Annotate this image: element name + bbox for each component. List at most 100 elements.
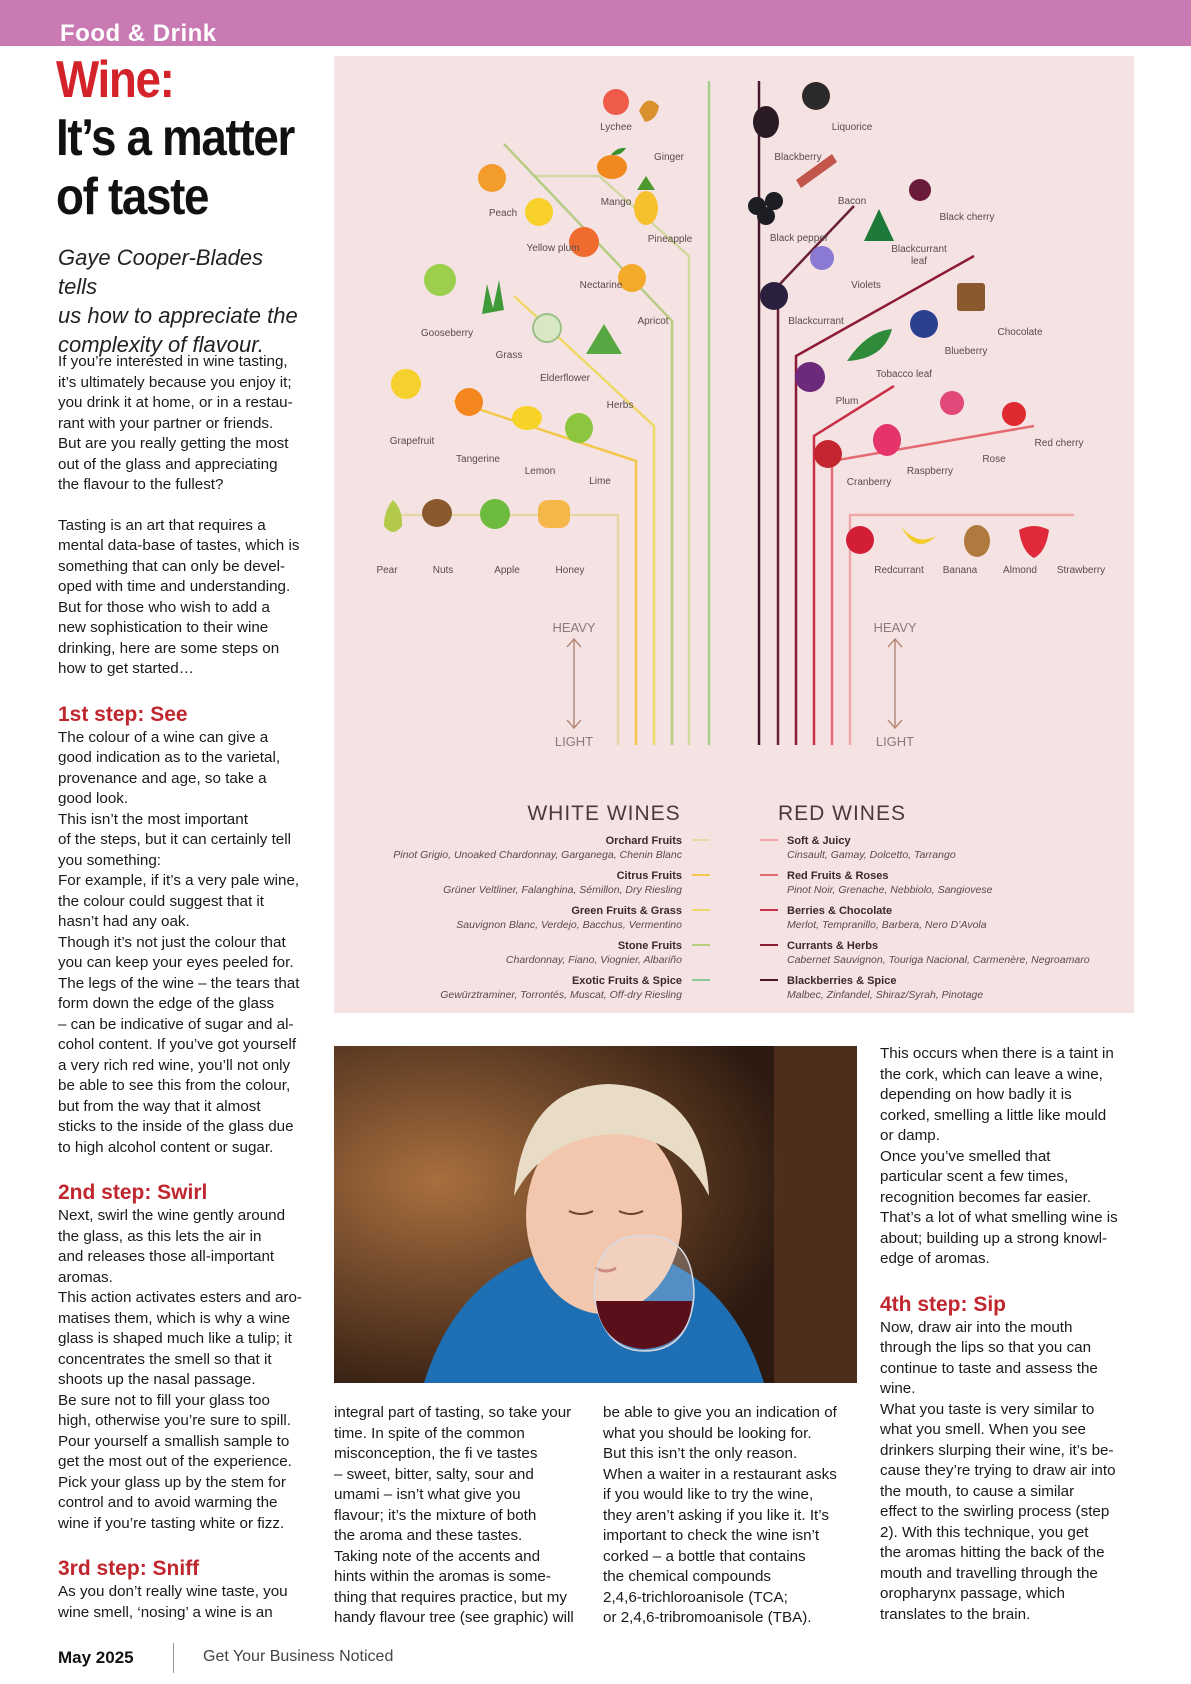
label-apple: Apple [494, 565, 520, 576]
text-line: Now, draw air into the mouth [880, 1318, 1073, 1336]
flavour-tree-svg: Lychee Ginger Mango Pineapple Peach Yell… [376, 81, 1105, 1001]
legend-style-name: Green Fruits & Grass [571, 905, 682, 917]
text-line: the aromas hitting the back of the [880, 1544, 1105, 1561]
right-column: This occurs when there is a taint in the … [880, 1044, 1142, 1625]
label-raspberry: Raspberry [907, 466, 953, 477]
label-yellow-plum: Yellow plum [527, 243, 580, 254]
text-line: something that can only be devel- [58, 557, 286, 575]
chocolate-icon [957, 283, 985, 311]
red-light-label: LIGHT [876, 734, 914, 749]
text-line: out of the glass and appreciating [58, 455, 278, 473]
text-line: corked, smelling a little like mould [880, 1106, 1107, 1124]
legend-grape-list: Malbec, Zinfandel, Shiraz/Syrah, Pinotag… [787, 989, 983, 1001]
white-flavour-icons [384, 89, 659, 532]
legend-grape-list: Grüner Veltliner, Falanghina, Sémillon, … [443, 884, 682, 896]
text-line: Pour yourself a smallish sample to [58, 1432, 290, 1450]
cranberry-icon [814, 440, 842, 468]
text-line: Next, swirl the wine gently around [58, 1207, 286, 1224]
step-2-heading: 2nd step: Swirl [58, 1181, 208, 1204]
legend-style-name: Exotic Fruits & Spice [572, 975, 682, 987]
pear-icon [384, 500, 403, 532]
text-line: – can be indicative of sugar and al- [58, 1015, 294, 1033]
label-nuts: Nuts [433, 565, 454, 576]
label-lime: Lime [589, 476, 611, 487]
blueberry-icon [910, 310, 938, 338]
face-shape [526, 1118, 682, 1314]
text-line: drinking, here are some steps on [58, 639, 280, 657]
text-line: The colour of a wine can give a [58, 728, 269, 746]
legend-style-name: Blackberries & Spice [787, 975, 896, 987]
text-line: if you would like to try the wine, [603, 1486, 814, 1503]
hair-shape [514, 1084, 709, 1196]
text-line: good indication as to the varietal, [58, 749, 281, 766]
footer-tagline: Get Your Business Noticed [203, 1648, 394, 1665]
label-strawberry: Strawberry [1057, 565, 1105, 576]
label-nectarine: Nectarine [580, 280, 623, 291]
label-grass: Grass [496, 350, 523, 361]
text-line: the flavour to the fullest? [58, 476, 224, 493]
text-line: wine if you’re tasting white or fizz. [58, 1514, 285, 1532]
red-weight-arrow [887, 637, 903, 730]
headline-line-3: of taste [56, 168, 209, 226]
text-line: Though it’s not just the colour that [58, 933, 286, 951]
text-line: oropharynx passage, which [880, 1585, 1065, 1602]
step-4-heading: 4th step: Sip [880, 1292, 1007, 1316]
section-label: Food & Drink [60, 20, 217, 47]
label-peach: Peach [489, 208, 517, 219]
text-line: new sophistication to their wine [58, 619, 269, 636]
label-banana: Banana [943, 565, 978, 576]
label-gooseberry: Gooseberry [421, 328, 473, 339]
text-line: The legs of the wine – the tears that [58, 974, 300, 992]
label-bacon: Bacon [838, 196, 866, 207]
text-line: But are you really getting the most [58, 435, 289, 452]
text-line: Pick your glass up by the stem for [58, 1473, 286, 1491]
text-line: If you’re interested in wine tasting, [58, 353, 288, 370]
yellow-plum-icon [525, 198, 553, 226]
text-line: sticks to the inside of the glass due [58, 1118, 294, 1135]
label-tangerine: Tangerine [456, 454, 500, 465]
label-tobacco-leaf: Tobacco leaf [876, 369, 932, 380]
legend-style-name: Currants & Herbs [787, 940, 878, 952]
white-light-label: LIGHT [555, 734, 593, 749]
nectarine-icon [569, 227, 599, 257]
red-branch-currants [776, 205, 855, 745]
label-rose: Rose [982, 454, 1006, 465]
text-line: the cork, which can leave a wine, [880, 1065, 1103, 1083]
text-line: wine smell, ‘nosing’ a wine is an [58, 1603, 273, 1621]
label-ginger: Ginger [654, 152, 685, 163]
text-line: about; building up a strong knowl- [880, 1229, 1108, 1247]
legend-style-name: Orchard Fruits [606, 835, 682, 847]
text-line: the aroma and these tastes. [334, 1527, 523, 1544]
elderflower-icon [532, 313, 562, 343]
legend-grape-list: Gewürztraminer, Torrontés, Muscat, Off-d… [440, 989, 682, 1001]
step-1-heading: 1st step: See [58, 702, 188, 726]
liquorice-icon [802, 82, 830, 110]
text-line: – sweet, bitter, salty, sour and [334, 1465, 534, 1483]
label-pineapple: Pineapple [648, 234, 693, 245]
label-blackcurrant-leaf-2: leaf [911, 256, 927, 267]
text-line: concentrates the smell so that it [58, 1350, 272, 1368]
text-line: translates to the brain. [880, 1605, 1031, 1623]
text-line: but from the way that it almost [58, 1097, 261, 1115]
label-violets: Violets [851, 280, 881, 291]
text-line: integral part of tasting, so take your [334, 1404, 572, 1421]
text-line: This occurs when there is a taint in [880, 1045, 1114, 1062]
intro-paragraph-1: If you’re interested in wine tasting, it… [58, 352, 320, 496]
text-line: a very rich red wine, you’ll not only [58, 1056, 291, 1074]
woman-sipping-wine-illustration [334, 1046, 857, 1383]
raspberry-icon [873, 424, 901, 456]
text-line: hasn’t had any oak. [58, 913, 190, 930]
label-pear: Pear [376, 565, 398, 576]
text-line: Once you’ve smelled that [880, 1147, 1051, 1165]
label-black-pepper: Black pepper [770, 233, 829, 244]
legend-grape-list: Chardonnay, Fiano, Viognier, Albariño [506, 954, 682, 966]
text-line: control and to avoid warming the [58, 1494, 278, 1511]
legend-style-name: Soft & Juicy [787, 835, 851, 847]
text-line: cohol content. If you’ve got yourself [58, 1036, 297, 1053]
standfirst-line: complexity of flavour. [58, 332, 264, 357]
text-line: 2,4,6-trichloroanisole (TCA; [603, 1588, 788, 1606]
grapefruit-icon [391, 369, 421, 399]
legend-grape-list: Cinsault, Gamay, Dolcetto, Tarrango [787, 849, 956, 861]
